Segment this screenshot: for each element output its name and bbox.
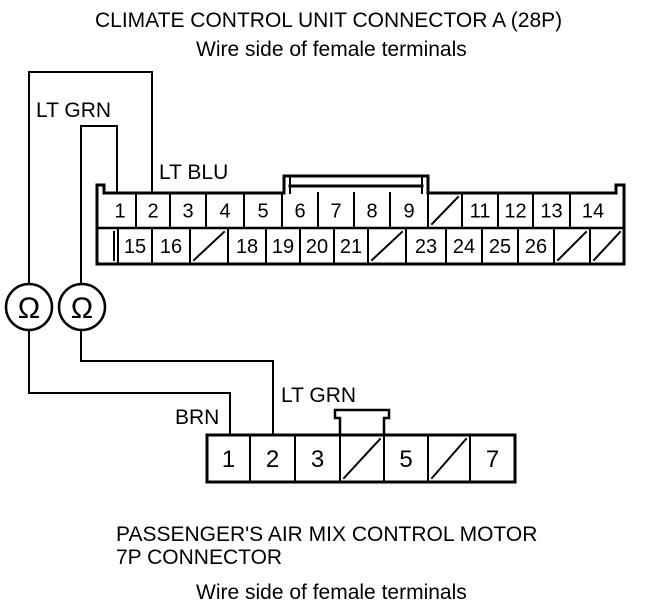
bottom-connector: 1 2 3 5 7 (205, 408, 517, 484)
top-connector-outline (95, 174, 626, 266)
top-row2-terminal-label: 26 (525, 236, 547, 258)
top-row2-empty-cavity (192, 230, 226, 262)
bottom-connector-outline (205, 433, 517, 484)
wire-lt-grn-bottom (80, 329, 274, 436)
top-row2-terminal-label: 25 (489, 236, 511, 258)
bottom-connector-empty-cavity (342, 437, 382, 480)
top-row1-empty-cavity (430, 195, 460, 226)
top-row1-terminal-label: 11 (470, 201, 491, 223)
bottom-connector-subtitle: Wire side of female terminals (196, 581, 467, 604)
top-row1-terminal-label: 3 (182, 201, 193, 223)
wire-label-brn: BRN (175, 406, 220, 429)
top-row2-empty-cavity (370, 230, 404, 262)
wire-label-lt-grn-bottom: LT GRN (281, 384, 357, 407)
ohmmeter-right: Ω (57, 282, 107, 332)
ohm-symbol-left: Ω (18, 292, 40, 325)
bottom-connector-terminal-label: 1 (222, 446, 235, 473)
top-row1-terminal-label: 13 (540, 201, 562, 223)
wire-brn (28, 329, 231, 436)
bottom-connector-terminal-label: 5 (399, 446, 412, 473)
bottom-connector-title-line2: 7P CONNECTOR (116, 546, 283, 569)
ohmmeter-left: Ω (4, 282, 54, 332)
top-row1-terminal-label: 5 (257, 201, 268, 223)
wire-lt-blu (28, 71, 153, 285)
top-row1-terminal-label: 2 (147, 201, 158, 223)
top-row2-terminal-label: 18 (236, 236, 258, 258)
top-row1-terminal-label: 6 (294, 201, 305, 223)
top-row2-terminal-label: 21 (340, 236, 362, 258)
bottom-connector-lock (333, 408, 391, 437)
top-row2-empty-cavity (592, 230, 622, 262)
top-row2-empty-cavity (556, 230, 588, 262)
bottom-connector-terminal-label: 3 (311, 446, 324, 473)
top-row2-terminal-label: 20 (306, 236, 328, 258)
top-connector-title: CLIMATE CONTROL UNIT CONNECTOR A (28P) (95, 9, 563, 32)
top-row1-terminal-label: 12 (504, 201, 526, 223)
bottom-connector-terminal-label: 7 (486, 446, 499, 473)
ohm-symbol-right: Ω (71, 292, 93, 325)
top-row2-terminal-label: 15 (124, 236, 146, 258)
wire-label-lt-grn-top: LT GRN (36, 99, 112, 122)
wire-lt-grn-top (80, 125, 118, 285)
wire-label-lt-blu: LT BLU (159, 161, 229, 184)
top-row2-terminal-label: 19 (272, 236, 294, 258)
top-row2-terminal-label: 24 (453, 236, 475, 258)
top-row1-terminal-label: 9 (403, 201, 414, 223)
top-row1-terminal-label: 4 (219, 201, 230, 223)
top-row2-terminal-label: 16 (160, 236, 182, 258)
top-row1-terminal-label: 14 (582, 201, 604, 223)
top-row1-terminal-label: 1 (114, 201, 125, 223)
bottom-connector-terminal-label: 2 (266, 446, 279, 473)
bottom-connector-title-line1: PASSENGER'S AIR MIX CONTROL MOTOR (116, 523, 538, 546)
top-row2-terminal-label: 23 (415, 236, 437, 258)
top-connector-subtitle: Wire side of female terminals (196, 38, 467, 61)
top-row1-terminal-label: 7 (330, 201, 341, 223)
bottom-connector-empty-cavity (430, 437, 468, 480)
top-row1-terminal-label: 8 (366, 201, 377, 223)
